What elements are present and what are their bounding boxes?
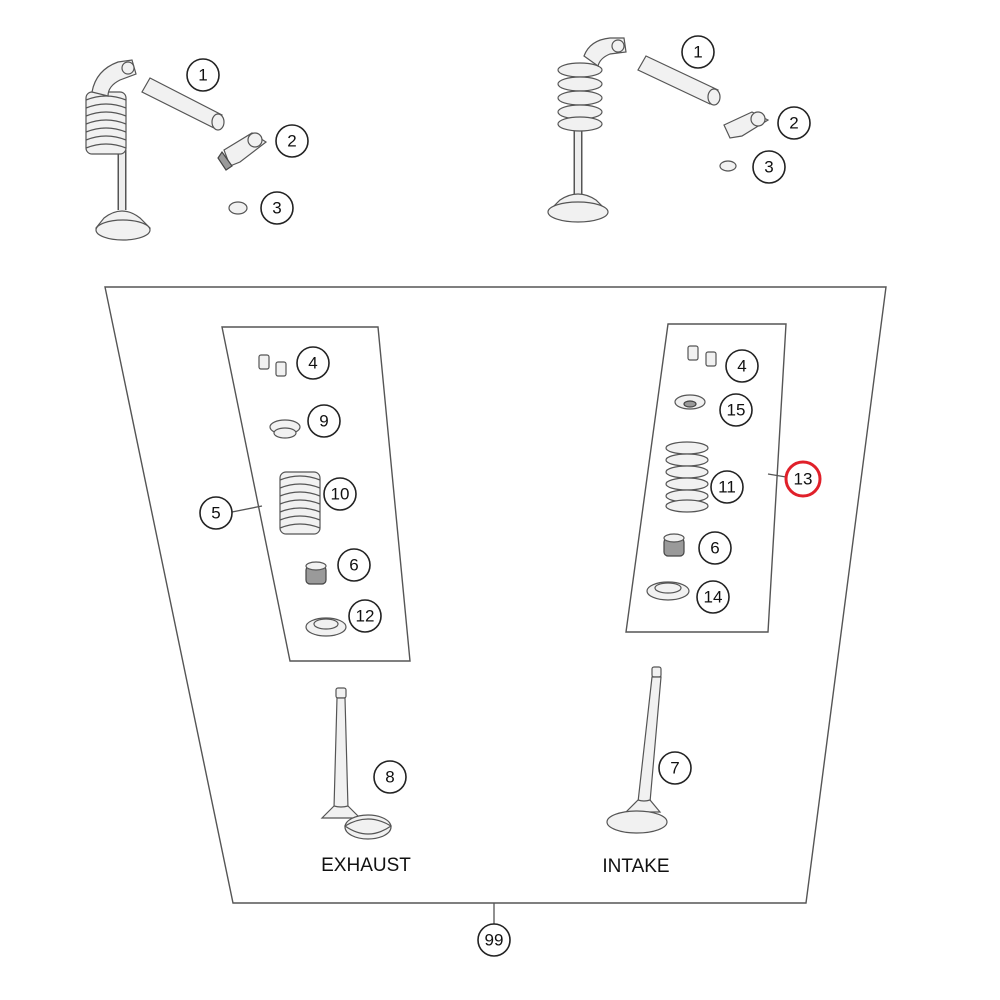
valve-keepers (687, 345, 717, 367)
svg-text:2: 2 (789, 114, 798, 133)
callout-15[interactable]: 15 (719, 393, 753, 427)
spring-seat-intake (646, 581, 690, 601)
exhaust-valve-assembled (85, 59, 151, 241)
callout-2-top-left[interactable]: 2 (275, 124, 309, 158)
svg-text:13: 13 (794, 470, 813, 489)
svg-text:3: 3 (272, 199, 281, 218)
leader-5 (231, 505, 263, 513)
callout-3-top-right[interactable]: 3 (752, 150, 786, 184)
spring-retainer-intake (674, 394, 706, 410)
callout-9[interactable]: 9 (307, 404, 341, 438)
svg-text:7: 7 (670, 759, 679, 778)
intake-valve (606, 666, 668, 834)
callout-4-exhaust[interactable]: 4 (296, 346, 330, 380)
callout-7[interactable]: 7 (658, 751, 692, 785)
valve-spring (85, 91, 127, 155)
callout-12[interactable]: 12 (348, 599, 382, 633)
spring-retainer-exhaust (269, 419, 301, 439)
callout-3-top-left[interactable]: 3 (260, 191, 294, 225)
callout-1-top-left[interactable]: 1 (186, 58, 220, 92)
callout-1-top-right[interactable]: 1 (681, 35, 715, 69)
callout-5[interactable]: 5 (199, 496, 233, 530)
valve-spring-exhaust (279, 471, 321, 535)
leader-13 (767, 473, 787, 478)
exhaust-kit-frame (221, 326, 411, 662)
valve-spring (557, 62, 603, 132)
svg-text:2: 2 (287, 132, 296, 151)
intake-valve-assembled (547, 37, 627, 223)
top-right-assembly: 1 2 3 (547, 35, 811, 223)
callout-6-intake[interactable]: 6 (698, 531, 732, 565)
intake-spring-kit: 4 15 11 13 6 14 (625, 323, 822, 633)
valve-keepers (258, 354, 287, 377)
svg-text:4: 4 (737, 357, 746, 376)
spring-seat-exhaust (305, 617, 347, 637)
svg-text:9: 9 (319, 412, 328, 431)
valve-stem-seal-intake (663, 533, 685, 557)
callout-13-highlighted[interactable]: 13 (784, 460, 822, 498)
rocker-arm (217, 132, 268, 171)
valve-kit-frame (104, 286, 887, 904)
svg-text:12: 12 (356, 607, 375, 626)
shim (719, 160, 737, 172)
rocker-arm (723, 111, 770, 139)
svg-text:1: 1 (693, 43, 702, 62)
svg-text:99: 99 (485, 931, 504, 950)
svg-text:14: 14 (704, 588, 723, 607)
svg-text:8: 8 (385, 768, 394, 787)
svg-text:6: 6 (349, 556, 358, 575)
svg-text:1: 1 (198, 66, 207, 85)
svg-text:15: 15 (727, 401, 746, 420)
rocker-shaft (141, 77, 225, 131)
svg-text:3: 3 (764, 158, 773, 177)
callout-10[interactable]: 10 (323, 477, 357, 511)
svg-text:11: 11 (718, 478, 736, 497)
intake-label: INTAKE (602, 856, 669, 877)
exhaust-spring-kit: 4 9 10 5 6 12 (199, 326, 411, 662)
svg-text:10: 10 (331, 485, 350, 504)
callout-4-intake[interactable]: 4 (725, 349, 759, 383)
valve-spring-intake (665, 441, 709, 513)
intake-kit-frame (625, 323, 787, 633)
callout-6-exhaust[interactable]: 6 (337, 548, 371, 582)
top-left-assembly: 1 2 3 (85, 58, 309, 241)
svg-text:6: 6 (710, 539, 719, 558)
shim (228, 201, 248, 215)
callout-2-top-right[interactable]: 2 (777, 106, 811, 140)
callout-14[interactable]: 14 (696, 580, 730, 614)
callout-8[interactable]: 8 (373, 760, 407, 794)
svg-text:5: 5 (211, 504, 220, 523)
exhaust-label: EXHAUST (321, 855, 411, 876)
svg-text:4: 4 (308, 354, 317, 373)
rocker-shaft (637, 55, 721, 106)
valve-stem-seal-exhaust (305, 561, 327, 585)
callout-99[interactable]: 99 (477, 923, 511, 957)
exhaust-valve (320, 687, 393, 840)
callout-11[interactable]: 11 (710, 470, 744, 504)
